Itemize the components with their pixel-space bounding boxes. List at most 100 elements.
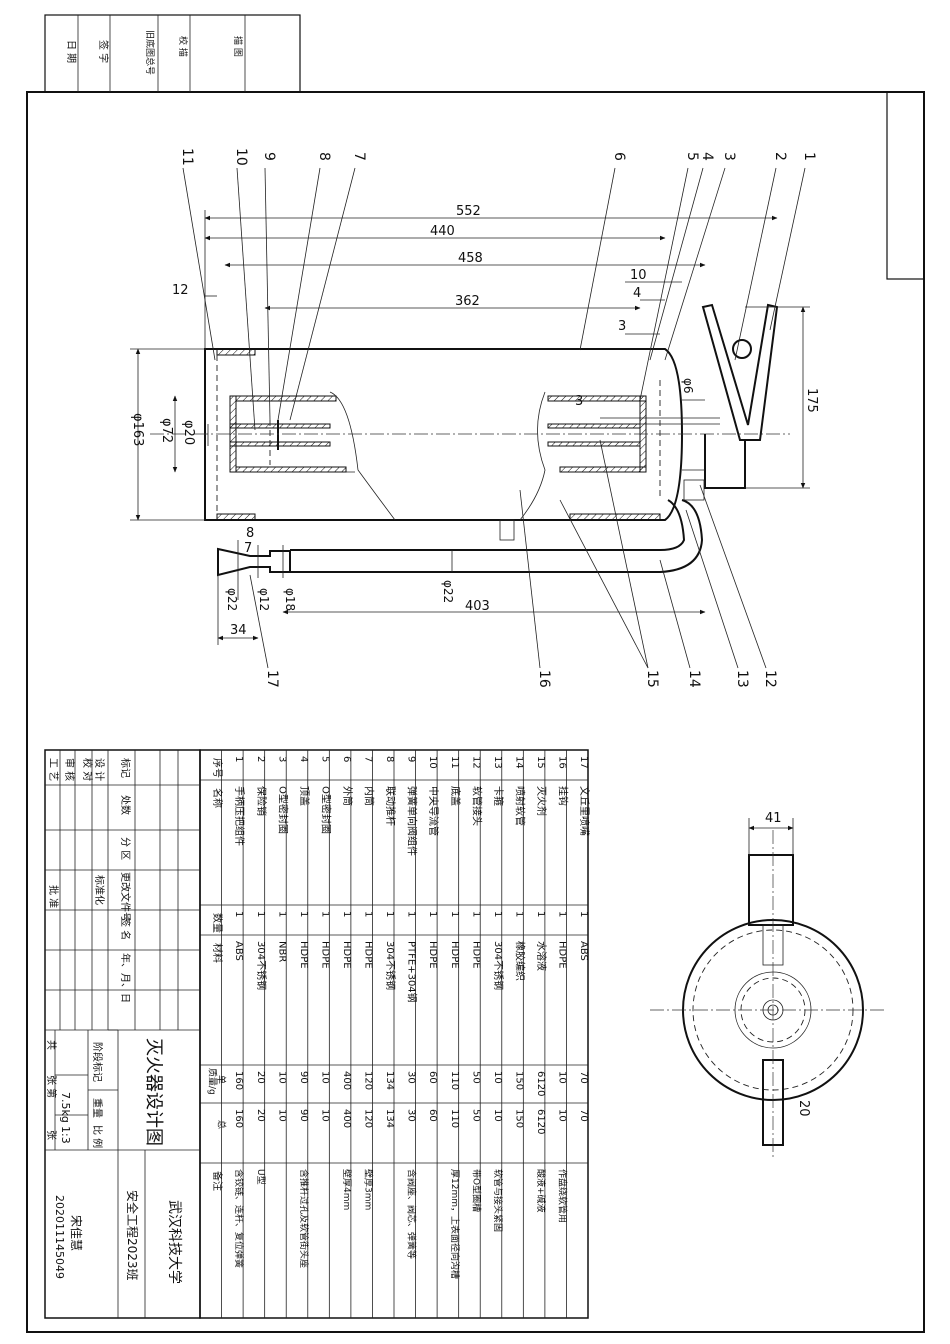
side-label-check-trace: 校 描 (177, 36, 189, 57)
side-label-old-drawing-no: 旧底图总号 (144, 30, 156, 75)
dim-phi22-hose: φ22 (441, 580, 455, 603)
dim-41: 41 (765, 811, 782, 826)
table-cell-no: 1 (233, 756, 244, 762)
dimension-lines (130, 210, 810, 645)
table-cell-unit: 20 (255, 1071, 266, 1084)
balloon-numbers: 1 2 3 4 5 6 7 8 9 10 11 12 13 14 15 16 1… (179, 148, 817, 688)
balloon-13: 13 (734, 670, 750, 688)
table-cell-qty: 1 (298, 911, 309, 917)
table-header-mass: 质量/g (207, 1068, 219, 1095)
dim-phi6: φ6 (681, 378, 695, 394)
dim-phi12: φ12 (257, 588, 271, 611)
table-cell-name: 保险销 (255, 786, 268, 816)
table-cell-mat: HDPE (319, 941, 330, 969)
table-cell-note: 含推杆过孔及软管街头座 (298, 1169, 310, 1268)
dimension-texts: 552 440 458 362 10 4 3 12 3 175 φ6 φ163 … (130, 204, 819, 1117)
balloon-8: 8 (316, 152, 332, 161)
dim-phi20: φ20 (181, 420, 196, 445)
table-header-mat: 材料 (211, 943, 224, 963)
table-cell-qty: 1 (255, 911, 266, 917)
drawing-frame (26, 14, 925, 1333)
table-cell-mat: HDPE (363, 941, 374, 969)
table-cell-total: 160 (233, 1109, 244, 1128)
table-cell-mat: ABS (578, 941, 589, 961)
balloon-1: 1 (801, 152, 817, 161)
table-cell-unit: 110 (449, 1071, 460, 1090)
table-cell-mat: ABS (233, 941, 244, 961)
table-cell-no: 5 (319, 756, 330, 762)
dim-458: 458 (458, 251, 483, 266)
table-cell-mat: 水溶液 (535, 941, 548, 971)
table-cell-note: 带O型圈槽 (470, 1169, 482, 1212)
table-cell-no: 9 (406, 756, 417, 762)
tb-label-date: 年、月、日 (119, 953, 132, 1003)
table-cell-qty: 1 (341, 911, 352, 917)
table-cell-qty: 1 (449, 911, 460, 917)
balloon-3: 3 (721, 152, 737, 161)
table-cell-no: 15 (535, 756, 546, 769)
tb-weight-value: 7.5kg (59, 1092, 72, 1123)
table-header-qty: 数量 (211, 913, 224, 933)
table-cell-mat: 304不锈钢 (384, 941, 397, 990)
table-cell-total: 10 (319, 1109, 330, 1122)
title-block (44, 749, 201, 1319)
dim-phi163: φ163 (130, 413, 145, 446)
table-cell-note: 作盘绕软管用 (557, 1169, 569, 1223)
balloon-4: 4 (699, 152, 715, 161)
table-cell-qty: 1 (233, 911, 244, 917)
parts-table-rows: 序号名称数量材料备注质量/g单总1手柄压把组件1ABS160160含铰链、连杆、… (200, 750, 591, 1318)
table-cell-no: 4 (298, 756, 309, 762)
balloon-5: 5 (684, 152, 700, 161)
table-cell-qty: 1 (406, 911, 417, 917)
table-cell-qty: 1 (470, 911, 481, 917)
table-cell-unit: 6120 (535, 1071, 546, 1096)
balloon-2: 2 (772, 152, 788, 161)
tb-school: 武汉科技大学 (166, 1200, 182, 1284)
end-view (650, 818, 885, 1160)
table-cell-name: O型密封圈 (276, 786, 289, 834)
table-cell-note: 壁厚3mm (363, 1169, 375, 1210)
dim-7: 7 (244, 541, 252, 556)
table-cell-mat: HDPE (449, 941, 460, 969)
table-cell-mat: PTFE+304钢 (406, 941, 419, 1003)
side-label-signature: 签 字 (97, 40, 110, 63)
dim-phi22-nozzle: φ22 (225, 588, 239, 611)
table-cell-qty: 1 (578, 911, 589, 917)
tb-label-check: 校 对 (81, 758, 94, 781)
table-header-total: 总 (215, 1120, 227, 1129)
table-cell-unit: 10 (276, 1071, 287, 1084)
table-cell-unit: 70 (578, 1071, 589, 1084)
table-cell-total: 30 (406, 1109, 417, 1122)
table-cell-mat: 橡胶编织 (513, 941, 526, 981)
tb-label-sheets: 张 第 (45, 1075, 58, 1098)
table-cell-total: 10 (557, 1109, 568, 1122)
table-cell-no: 10 (427, 756, 438, 769)
main-section-view (150, 303, 790, 578)
dim-552: 552 (456, 204, 481, 219)
table-cell-name: 挂钩 (557, 786, 570, 806)
table-cell-no: 12 (470, 756, 481, 769)
table-cell-total: 120 (363, 1109, 374, 1128)
tb-label-review: 审 核 (63, 758, 76, 781)
table-cell-name: 外筒 (341, 786, 354, 806)
table-cell-no: 2 (255, 756, 266, 762)
table-cell-note: U型 (255, 1169, 266, 1185)
table-cell-unit: 50 (470, 1071, 481, 1084)
table-header-note: 备注 (211, 1171, 224, 1191)
table-cell-unit: 60 (427, 1071, 438, 1084)
balloon-11: 11 (179, 148, 195, 166)
table-cell-unit: 150 (513, 1071, 524, 1090)
dim-3-inner: 3 (575, 394, 583, 409)
dim-8: 8 (246, 526, 254, 541)
table-cell-total: 10 (492, 1109, 503, 1122)
dim-4: 4 (633, 286, 641, 301)
table-cell-name: 手柄压把组件 (233, 786, 246, 846)
table-cell-name: 灭火剂 (535, 786, 548, 816)
table-cell-mat: HDPE (557, 941, 568, 969)
table-cell-total: 110 (449, 1109, 460, 1128)
table-cell-mat: HDPE (341, 941, 352, 969)
tb-scale-value: 1:3 (59, 1126, 72, 1144)
balloon-17: 17 (264, 670, 280, 688)
table-cell-unit: 400 (341, 1071, 352, 1090)
table-cell-note: 厚12mm，上表面径向沟槽 (449, 1169, 461, 1279)
